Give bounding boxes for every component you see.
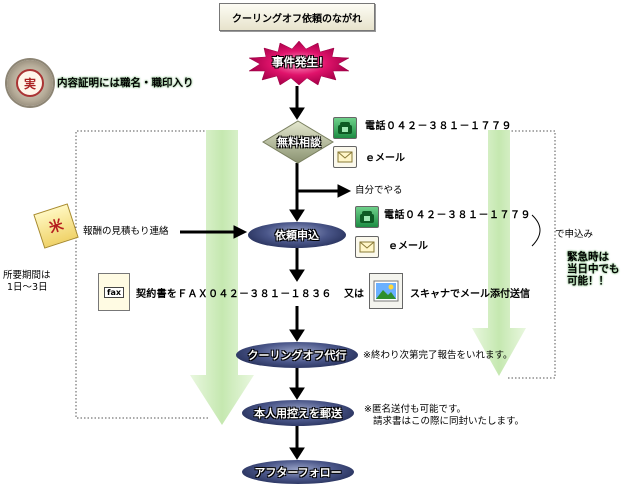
seal-glyph: 実 — [16, 69, 44, 97]
urgent-line2: 当日中でも — [567, 263, 620, 276]
email-icon — [333, 146, 357, 168]
fax-icon: fax — [98, 273, 130, 311]
node-incident: 事件発生！ — [272, 55, 330, 69]
urgent-line3: 可能！！ — [567, 275, 609, 288]
mail-note-line2: 請求書はこの際に同封いたします。 — [373, 416, 525, 427]
node-mail-ellipse: 本人用控えを郵送 — [242, 400, 354, 426]
contract-scan: スキャナでメール添付送信 — [410, 289, 530, 300]
email-icon — [355, 236, 379, 258]
incident-burst-icon — [248, 40, 350, 86]
node-request: 依頼申込 — [275, 228, 319, 242]
envelope-glyph: 米 — [47, 217, 66, 237]
urgent-line1: 緊急時は — [567, 251, 609, 263]
flow-title: クーリングオフ依頼のながれ — [219, 3, 375, 31]
contract-fax-text: 契約書をＦＡＸ０４２－３８１－１８３６ — [136, 289, 332, 300]
request-phone[interactable]: 電話０４２－３８１－１７７９ — [384, 210, 531, 221]
node-request-ellipse: 依頼申込 — [248, 222, 346, 248]
period-line1: 所要期間は — [3, 270, 51, 281]
mail-note-line1: ※匿名送付も可能です。 — [364, 404, 467, 415]
estimate-caption: 報酬の見積もり連絡 — [83, 226, 169, 237]
request-email[interactable]: ｅメール — [388, 241, 428, 252]
apply-by-label: で申込み — [555, 229, 594, 240]
period-line2: 1日〜3日 — [7, 282, 48, 293]
node-after: アフターフォロー — [254, 465, 342, 479]
seal-icon: 実 — [7, 60, 53, 106]
phone-icon — [355, 206, 379, 228]
contract-or: 又は — [344, 289, 364, 300]
consult-diamond — [262, 120, 334, 164]
consult-email[interactable]: ｅメール — [365, 153, 405, 164]
self-do-label: 自分でやる — [355, 185, 403, 196]
seal-caption: 内容証明には職名・職印入り — [57, 77, 194, 89]
node-mail-copy: 本人用控えを郵送 — [254, 406, 342, 420]
node-consult: 無料相談 — [277, 136, 321, 149]
big-green-arrow-right — [472, 130, 526, 376]
consult-phone[interactable]: 電話０４２－３８１－１７７９ — [365, 121, 512, 132]
urgent-note: 緊急時は 当日中でも 可能！！ — [567, 251, 620, 287]
cooling-note: ※終わり次第完了報告をいれます。 — [363, 350, 513, 361]
fax-icon-label: fax — [103, 286, 125, 298]
scanner-image-icon — [369, 273, 403, 309]
node-after-ellipse: アフターフォロー — [242, 460, 354, 484]
node-cooling-ellipse: クーリングオフ代行 — [236, 342, 358, 368]
phone-icon — [333, 117, 357, 139]
node-cooling-off: クーリングオフ代行 — [247, 348, 347, 362]
